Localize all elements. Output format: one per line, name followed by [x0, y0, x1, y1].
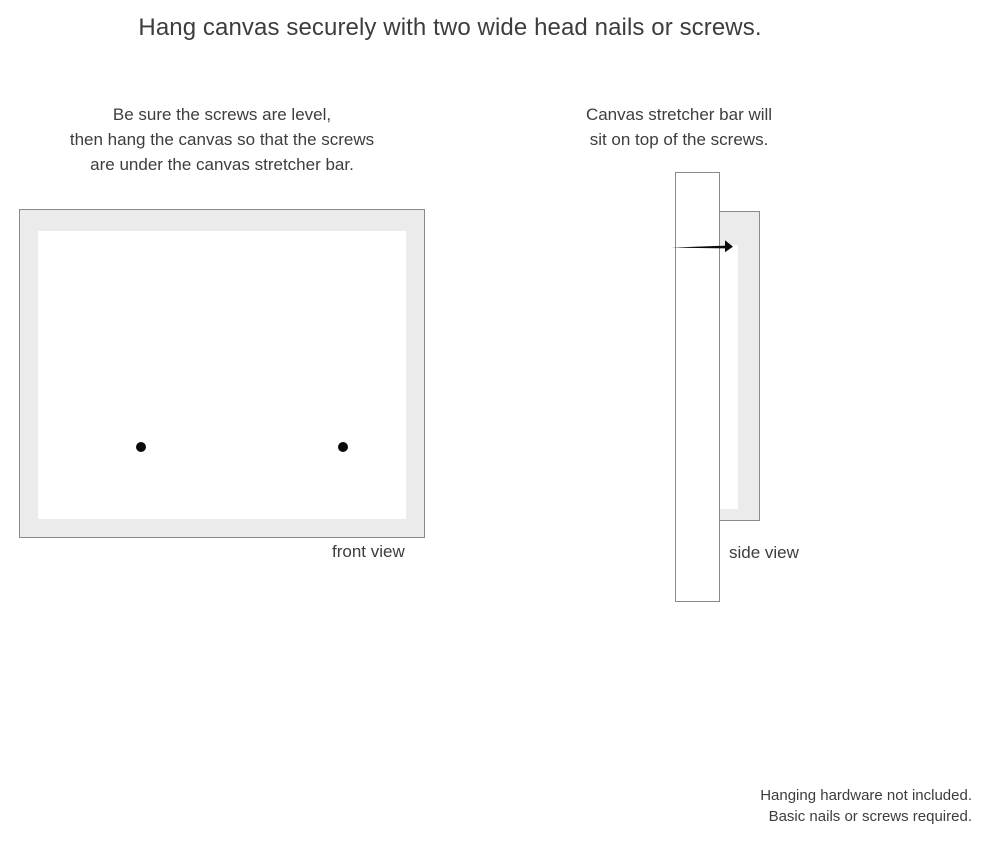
- side-view-caption-line-1: Canvas stretcher bar will: [585, 105, 773, 124]
- footer-note-line-1: Hanging hardware not included.: [760, 786, 972, 804]
- side-view-caption: Canvas stretcher bar will sit on top of …: [548, 103, 810, 153]
- footer-note-line-2: Basic nails or screws required.: [768, 808, 972, 826]
- stretcher-bar-profile: [716, 211, 760, 521]
- wall-profile: [675, 172, 720, 602]
- front-view-label: front view: [332, 542, 405, 561]
- page-title: Hang canvas securely with two wide head …: [138, 14, 762, 41]
- front-view-caption-line-2: then hang the canvas so that the screws: [69, 129, 375, 149]
- front-view-caption-line-1: Be sure the screws are level,: [112, 105, 332, 124]
- side-view-label: side view: [729, 543, 799, 562]
- canvas-face: [38, 231, 406, 519]
- nail-icon: [671, 240, 733, 253]
- right-screw-icon: [338, 442, 348, 452]
- front-view-diagram: [19, 209, 425, 538]
- front-view-caption-line-3: are under the canvas stretcher bar.: [90, 154, 354, 174]
- stretcher-bar-inner-face: [717, 245, 738, 509]
- left-screw-icon: [136, 442, 146, 452]
- footer-note: Hanging hardware not included. Basic nai…: [760, 785, 972, 829]
- side-view-caption-line-2: sit on top of the screws.: [589, 129, 769, 149]
- front-view-caption: Be sure the screws are level, then hang …: [22, 103, 422, 178]
